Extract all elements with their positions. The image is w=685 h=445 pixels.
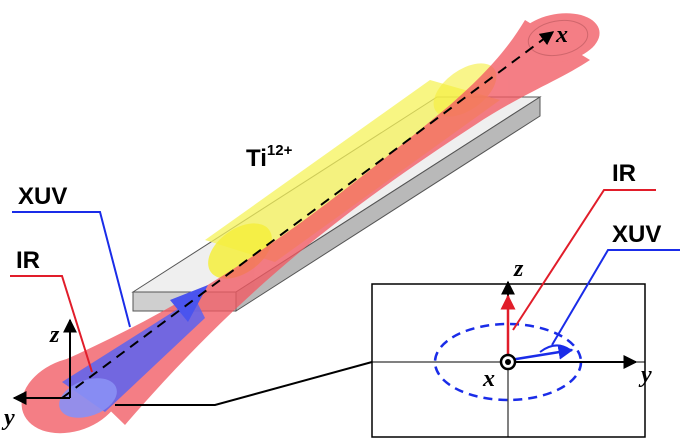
ir-left-leader bbox=[10, 275, 93, 373]
ion-label: Ti12+ bbox=[246, 142, 293, 172]
ir-label-left: IR bbox=[16, 247, 40, 274]
polarization-inset bbox=[371, 280, 646, 438]
plasma-channel bbox=[205, 63, 500, 279]
xuv-polarization-arrow bbox=[509, 344, 574, 362]
xuv-rotation-arc bbox=[539, 344, 571, 353]
main-axes bbox=[12, 318, 77, 405]
inset-axis-y-label: y bbox=[638, 362, 652, 388]
beam-axis-x bbox=[61, 31, 555, 399]
inset-axis-z-label: z bbox=[513, 256, 524, 282]
main-axis-z-label: z bbox=[49, 322, 60, 348]
inset-axis-x-label: x bbox=[482, 366, 495, 392]
main-axis-y-label: y bbox=[1, 405, 15, 431]
xuv-left-leader bbox=[12, 211, 131, 328]
inset-connector bbox=[115, 361, 373, 406]
ir-right-leader bbox=[512, 189, 656, 331]
xuv-label-left: XUV bbox=[18, 183, 67, 210]
ir-label-right: IR bbox=[612, 160, 636, 187]
xuv-right-leader bbox=[551, 249, 680, 346]
main-axis-x-label: x bbox=[555, 22, 568, 48]
xuv-label-right: XUV bbox=[612, 221, 661, 248]
